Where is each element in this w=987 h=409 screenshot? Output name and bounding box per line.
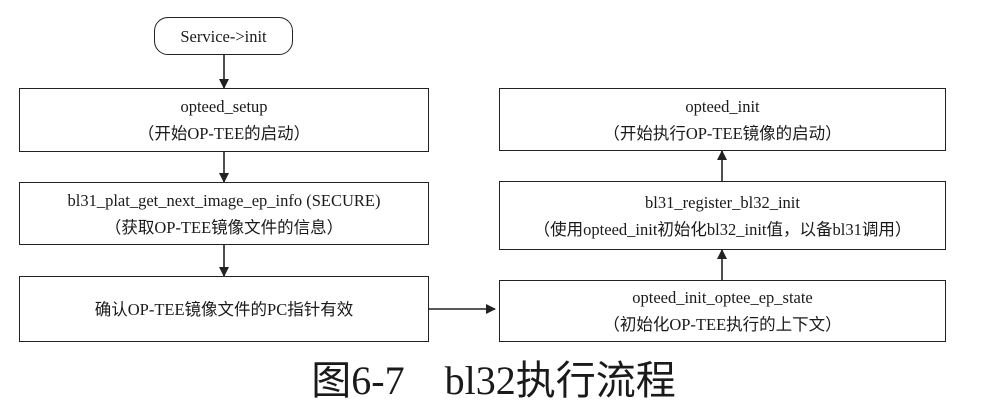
node-init-ep-state: opteed_init_optee_ep_state （初始化OP-TEE执行的… bbox=[499, 280, 946, 342]
node-register-bl32-init: bl31_register_bl32_init （使用opteed_init初始… bbox=[499, 181, 946, 250]
node-register-bl32-init-title: bl31_register_bl32_init bbox=[645, 192, 800, 212]
node-opteed-setup: opteed_setup （开始OP-TEE的启动） bbox=[19, 88, 429, 152]
node-opteed-setup-note: （开始OP-TEE的启动） bbox=[137, 124, 311, 143]
node-opteed-init: opteed_init （开始执行OP-TEE镜像的启动） bbox=[499, 88, 946, 151]
node-confirm-pc-label: 确认OP-TEE镜像文件的PC指针有效 bbox=[94, 299, 354, 319]
node-init-ep-state-title: opteed_init_optee_ep_state bbox=[632, 288, 813, 307]
node-get-ep-info-note: （获取OP-TEE镜像文件的信息） bbox=[104, 217, 344, 237]
node-opteed-init-note: （开始执行OP-TEE镜像的启动） bbox=[603, 123, 842, 143]
node-confirm-pc: 确认OP-TEE镜像文件的PC指针有效 bbox=[19, 276, 429, 342]
node-init-ep-state-note: （初始化OP-TEE执行的上下文） bbox=[603, 315, 842, 334]
node-service-init-label: Service->init bbox=[180, 26, 267, 46]
node-get-ep-info: bl31_plat_get_next_image_ep_info (SECURE… bbox=[19, 182, 429, 245]
node-opteed-init-title: opteed_init bbox=[685, 96, 760, 116]
figure-caption: 图6-7 bl32执行流程 bbox=[311, 358, 676, 403]
node-service-init: Service->init bbox=[154, 17, 293, 55]
node-get-ep-info-title: bl31_plat_get_next_image_ep_info (SECURE… bbox=[67, 190, 381, 210]
node-register-bl32-init-note: （使用opteed_init初始化bl32_init值，以备bl31调用） bbox=[533, 219, 912, 239]
node-opteed-setup-title: opteed_setup bbox=[180, 97, 268, 116]
